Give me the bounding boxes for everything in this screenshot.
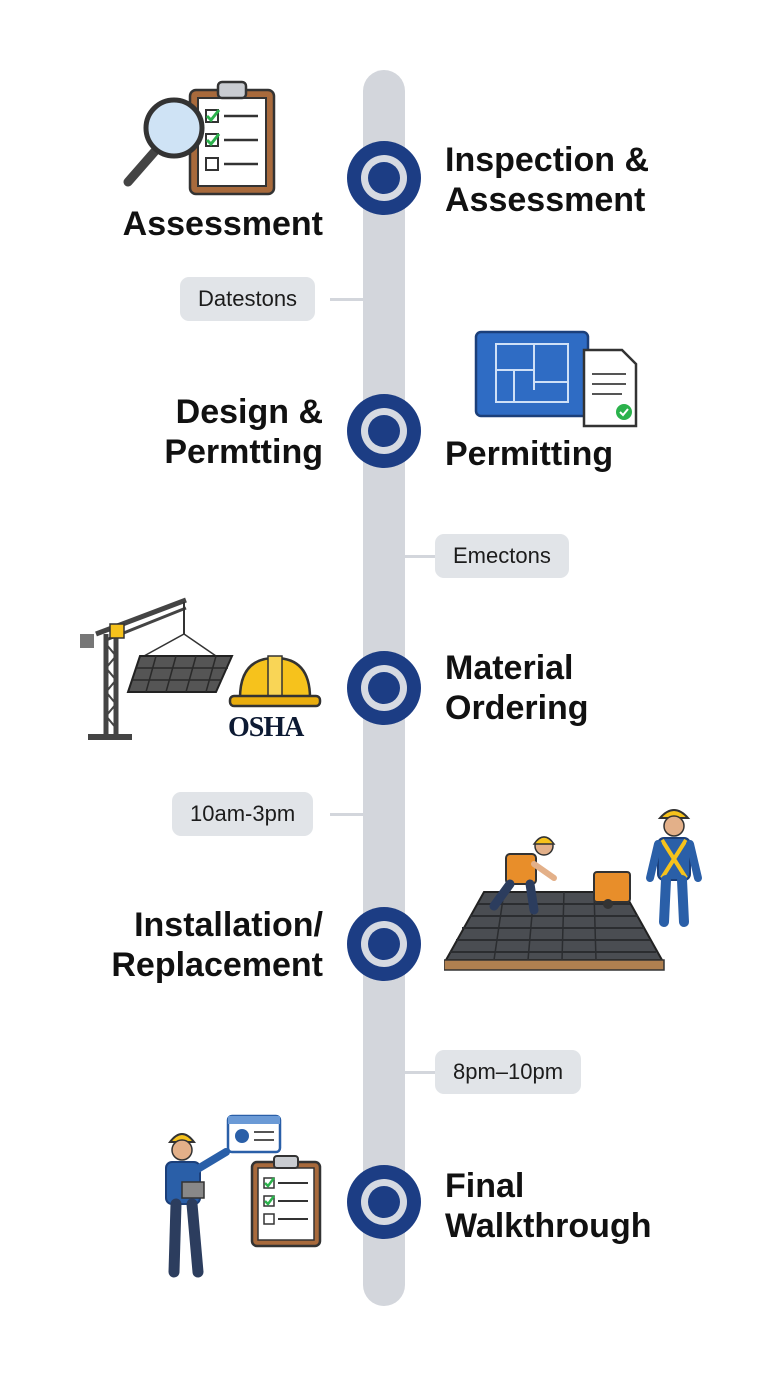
time-pill-2: Emectons: [435, 534, 569, 578]
timeline-node-4: [347, 907, 421, 981]
magnifier-clipboard-icon: [123, 80, 276, 196]
pill-connector: [330, 298, 366, 301]
osha-logo: OSHA: [228, 712, 304, 743]
safety-worker-icon: [646, 809, 702, 927]
step-title-1: Inspection & Assessment: [445, 141, 650, 219]
timeline-node-3: [347, 651, 421, 725]
crane-icon: [80, 597, 234, 740]
step-caption-1: Assessment: [122, 205, 323, 243]
checklist-icon: [250, 1155, 322, 1248]
timeline-node-2: [347, 394, 421, 468]
timeline-node-5: [347, 1165, 421, 1239]
pill-connector: [330, 813, 366, 816]
pill-connector: [402, 1071, 438, 1074]
hard-hat-icon: [228, 655, 322, 708]
pill-connector: [402, 555, 438, 558]
time-pill-3: 10am-3pm: [172, 792, 314, 836]
timeline-node-1: [347, 141, 421, 215]
inspector-icon: [165, 1114, 282, 1278]
step-title-4: Installation/ Replacement: [111, 906, 323, 984]
step-caption-2: Design & Permtting: [164, 393, 323, 471]
time-pill-4: 8pm–10pm: [435, 1050, 582, 1094]
step-title-2: Permitting: [445, 435, 614, 473]
step-title-5: Final Walkthrough: [445, 1167, 652, 1245]
time-pill-1: Datestons: [180, 277, 316, 321]
roofer-icon: [444, 836, 665, 971]
step-title-3: Material Ordering: [445, 649, 589, 727]
blueprint-document-icon: [474, 330, 638, 428]
